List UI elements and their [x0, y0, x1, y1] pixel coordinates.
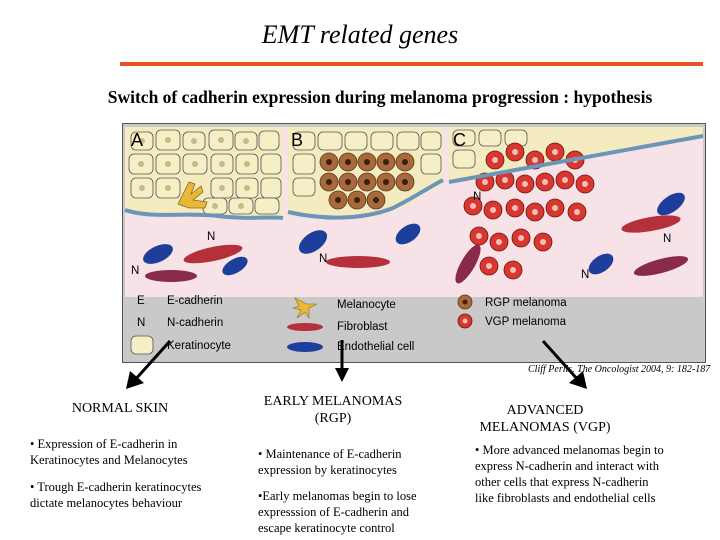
cell-marker-n: N — [319, 253, 327, 265]
legend-e-cadherin: E-cadherin — [167, 295, 223, 307]
legend-n-symbol: N — [137, 317, 145, 329]
panel-letter-a: A — [131, 130, 143, 150]
arrow-left — [126, 339, 172, 389]
panel-letter-c: C — [453, 130, 466, 150]
cell-marker-n: N — [581, 269, 589, 281]
keratinocyte-icon — [130, 335, 154, 355]
legend-endothelial: Endothelial cell — [337, 341, 414, 353]
melanocyte-icon — [291, 297, 318, 319]
advanced-melanomas-title: ADVANCED MELANOMAS (VGP) — [479, 403, 611, 435]
legend-n-cadherin: N-cadherin — [167, 317, 223, 329]
panel-c-epidermis — [448, 127, 704, 280]
normal-skin-bullet-2: • Trough E-cadherin keratinocytes dictat… — [30, 480, 202, 510]
slide-title: EMT related genes — [261, 20, 459, 49]
slide-subtitle: Switch of cadherin expression during mel… — [107, 87, 653, 107]
arrow-center — [335, 340, 349, 382]
figure-citation: Cliff Perlis. The Oncologist 2004, 9: 18… — [528, 364, 711, 375]
figure-legend: E E-cadherin N N-cadherin Keratinocyte M… — [130, 294, 567, 355]
fibroblast-icon — [287, 323, 323, 331]
legend-rgp: RGP melanoma — [485, 297, 567, 309]
advanced-melanomas-bullet-1: • More advanced melanomas begin to expre… — [475, 443, 664, 505]
legend-fibroblast: Fibroblast — [337, 321, 388, 333]
title-underline — [120, 62, 703, 66]
cell-marker-n: N — [663, 233, 671, 245]
early-melanomas-bullet-2: •Early melanomas begin to lose expresssi… — [258, 489, 417, 535]
early-melanomas-title: EARLY MELANOMAS (RGP) — [263, 394, 403, 426]
normal-skin-bullet-1: • Expression of E-cadherin in Keratinocy… — [30, 437, 188, 467]
cell-marker-n: N — [131, 265, 139, 277]
dermis-cells — [143, 192, 689, 284]
panel-letter-b: B — [291, 130, 303, 150]
legend-melanocyte: Melanocyte — [337, 299, 396, 311]
normal-skin-title: NORMAL SKIN — [71, 401, 169, 416]
cell-marker-n: N — [473, 191, 481, 203]
legend-keratinocyte: Keratinocyte — [167, 340, 231, 352]
cell-marker-n: N — [207, 231, 215, 243]
endothelial-cell-icon — [287, 342, 323, 352]
legend-e-symbol: E — [137, 295, 145, 307]
melanoma-progression-figure: A B C N N N N N N E E-cadherin N N-cadhe… — [122, 123, 706, 363]
legend-vgp: VGP melanoma — [485, 316, 567, 328]
early-melanomas-bullet-1: • Maintenance of E-cadherin expression b… — [258, 447, 402, 477]
arrow-right — [541, 339, 587, 389]
panel-b-epidermis — [287, 127, 444, 220]
panel-a-epidermis — [124, 127, 284, 221]
